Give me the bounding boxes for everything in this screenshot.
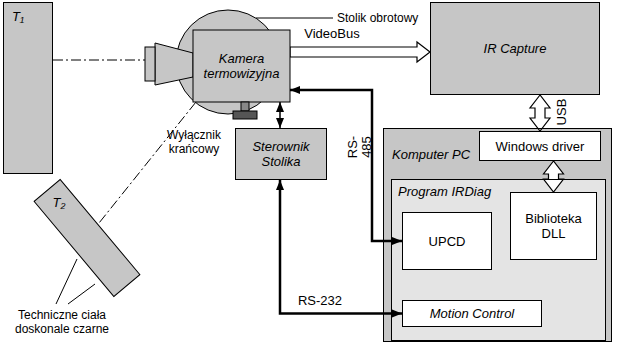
signal-line bbox=[279, 102, 281, 128]
leader-line bbox=[56, 259, 77, 304]
camera-lens bbox=[145, 47, 155, 81]
node-text: Sterownik Stolika bbox=[240, 139, 322, 169]
camera-drawing bbox=[145, 5, 290, 121]
camera-body: Kamera termowizyjna bbox=[193, 30, 290, 102]
box-ground bbox=[391, 179, 606, 341]
node-text: Program IRDiag bbox=[398, 184, 599, 199]
part-label: Techniczne ciała doskonale czarne bbox=[2, 308, 122, 336]
limit-switch bbox=[233, 111, 257, 119]
controller-box: Sterownik Stolika bbox=[235, 128, 327, 180]
blackbody-panel: T₂ bbox=[32, 178, 142, 298]
camera-lens bbox=[155, 43, 193, 85]
node-text: IR Capture bbox=[484, 41, 547, 56]
label-box: Wyłącznik krańcowy bbox=[155, 128, 233, 156]
bus-arrow bbox=[530, 95, 550, 131]
computer-box: Komputer PCWindows driverProgram IRDiagU… bbox=[383, 128, 612, 342]
blackbody-panel: T₁ bbox=[3, 2, 53, 174]
text-holder: T₂ bbox=[44, 195, 74, 210]
edge-label-box: RS-485 bbox=[346, 125, 374, 169]
blackbody-shape bbox=[34, 180, 140, 297]
edge-label-box: USB bbox=[555, 98, 569, 126]
sight-line bbox=[100, 103, 196, 223]
node-text: Biblioteka DLL bbox=[515, 211, 592, 241]
node-text: Kamera termowizyjna bbox=[197, 51, 286, 81]
label-box: Stolik obrotowy bbox=[337, 11, 418, 25]
part-label: Stolik obrotowy bbox=[337, 11, 418, 25]
capture-box: IR Capture bbox=[430, 2, 600, 95]
box-ground bbox=[383, 128, 612, 342]
node-text: Windows driver bbox=[496, 139, 585, 154]
edge-label-box: RS-232 bbox=[295, 294, 345, 308]
thermal-camera: Kamera termowizyjna bbox=[145, 5, 290, 121]
bus-arrow bbox=[290, 42, 430, 62]
node-text: T₂ bbox=[44, 195, 74, 210]
edge-label: RS-232 bbox=[295, 294, 345, 308]
camera-body bbox=[193, 30, 290, 102]
edge-label: VideoBus bbox=[302, 27, 362, 41]
part-label: Wyłącznik krańcowy bbox=[155, 128, 233, 156]
node-text: T₁ bbox=[12, 9, 44, 24]
node-text: UPCD bbox=[429, 234, 466, 249]
node-text: Motion Control bbox=[430, 306, 515, 321]
edge-label: RS-485 bbox=[346, 125, 374, 169]
label-box: Techniczne ciała doskonale czarne bbox=[2, 308, 122, 336]
driver-box: Windows driver bbox=[479, 131, 601, 161]
program-box: Program IRDiagUPCD Biblioteka DLL Motion C… bbox=[391, 179, 606, 341]
module-box: Motion Control bbox=[402, 300, 542, 327]
blackbody-drawing bbox=[32, 178, 142, 298]
switch-stem bbox=[241, 102, 249, 111]
sight-line bbox=[53, 60, 145, 61]
library-box: Biblioteka DLL bbox=[510, 192, 597, 260]
leader-line bbox=[68, 284, 95, 304]
module-box: UPCD bbox=[402, 212, 492, 270]
bus-arrow bbox=[544, 161, 564, 192]
edge-label-box: VideoBus bbox=[302, 27, 362, 41]
edge-label: USB bbox=[555, 98, 569, 126]
leader-line bbox=[256, 18, 333, 19]
